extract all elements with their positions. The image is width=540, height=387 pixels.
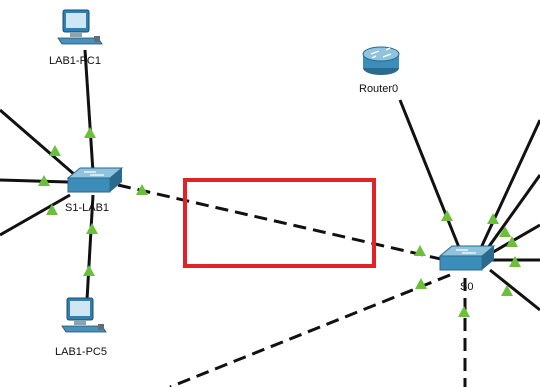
pc-icon[interactable] [61,297,107,333]
highlight-box [183,178,376,268]
device-label-s1-lab1: S1-LAB1 [65,202,110,214]
link-offscreen-3[interactable] [0,193,71,237]
link-up-indicator [83,265,95,276]
link-up-indicator [501,285,513,296]
pc-icon[interactable] [57,9,103,45]
link-offscreen-2[interactable] [0,178,69,184]
link-s0-offscreen-dashed-1[interactable] [169,273,451,387]
link-pc5-switch[interactable] [85,194,95,301]
link-s1lab1-s0-crossover[interactable] [117,183,446,262]
link-up-indicator [86,223,98,234]
link-s0-offscreen-a[interactable] [478,119,540,251]
switch-icon[interactable] [438,245,496,271]
device-label-pc1: LAB1-PC1 [49,55,101,67]
link-s0-offscreen-e[interactable] [489,268,540,312]
link-up-indicator [509,256,521,267]
link-pc1-switch[interactable] [83,49,95,173]
link-up-indicator [458,306,470,317]
link-offscreen-1[interactable] [0,108,76,177]
link-up-indicator [49,145,61,156]
link-router-s0[interactable] [398,99,462,251]
router-icon[interactable] [362,46,400,75]
link-up-indicator [499,226,511,237]
link-s0-offscreen-b[interactable] [483,174,540,253]
link-up-indicator [506,236,518,247]
link-up-indicator [414,245,426,256]
link-up-indicator [46,204,58,215]
device-label-router0: Router0 [359,83,399,95]
switch-icon[interactable] [66,167,124,193]
link-up-indicator [136,184,148,195]
device-label-pc5: LAB1-PC5 [55,346,107,358]
link-up-indicator [441,210,453,221]
link-up-indicator [84,127,96,138]
device-label-s0: S0 [460,281,474,293]
link-up-indicator [38,175,50,186]
link-up-indicator [487,213,499,224]
link-up-indicator [415,278,427,289]
